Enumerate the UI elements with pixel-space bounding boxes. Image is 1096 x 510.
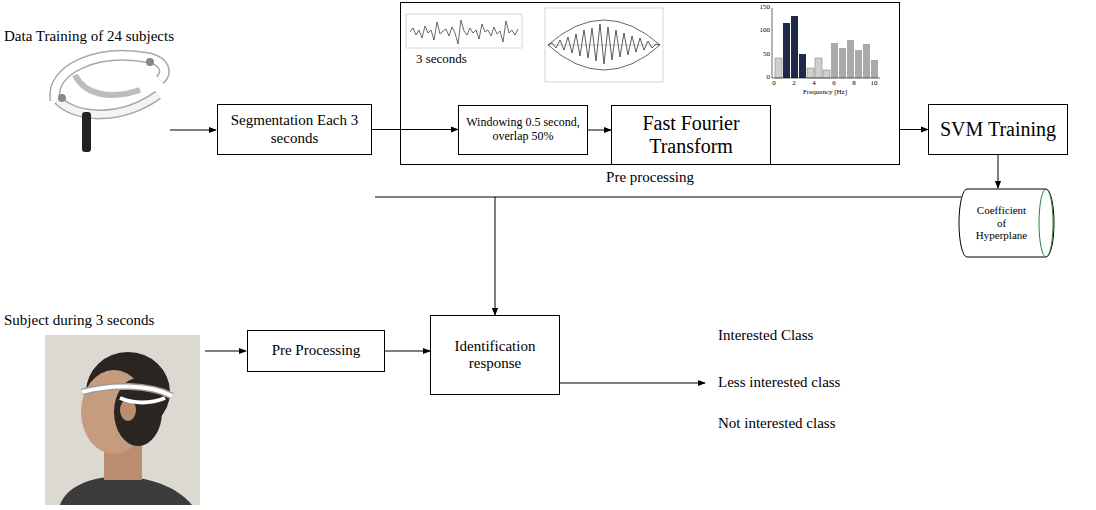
histogram-bar (823, 70, 830, 78)
headset-sensor (146, 58, 154, 66)
axis-label: 100 (754, 27, 770, 35)
histogram-bar (871, 60, 878, 78)
node-label: SVM Training (936, 116, 1060, 143)
spectrum-histogram (772, 8, 880, 78)
process-box: Identification response (430, 315, 560, 395)
node-label: Coefficient of Hyperplane (969, 202, 1035, 244)
annotation-text: Not interested class (718, 415, 835, 432)
headset-band-outline (55, 56, 165, 100)
flow-arrow (588, 130, 611, 131)
process-box: Segmentation Each 3 seconds (217, 104, 372, 155)
headset-sensor (58, 94, 66, 102)
flow-arrow (372, 129, 458, 130)
headset-band (82, 386, 172, 396)
headset-arm (75, 75, 140, 95)
axis-label: 150 (754, 4, 770, 12)
axis-label: 2 (789, 80, 799, 88)
photo-background (45, 335, 200, 505)
histogram-bar (863, 44, 870, 78)
histogram-bar (807, 68, 814, 78)
node-label: Pre Processing (268, 340, 365, 361)
histogram-bar (799, 54, 806, 78)
node-label: Segmentation Each 3 seconds (218, 110, 371, 149)
histogram-bar (839, 48, 846, 78)
process-box: SVM Training (928, 104, 1068, 155)
histogram-bar (855, 50, 862, 78)
flow-arrow (495, 197, 961, 315)
eeg-signal (410, 20, 518, 44)
histogram-bar (783, 23, 790, 78)
cylinder-outline (958, 188, 1055, 258)
histogram-bar (831, 43, 838, 78)
headset-band (120, 398, 165, 403)
feedback-line (375, 197, 495, 198)
headset-sensor-stick (82, 112, 91, 152)
headset-rear (58, 95, 158, 114)
axis-label: Frequency [Hz] (790, 89, 860, 97)
histogram-bar (791, 16, 798, 78)
axis-label: 10 (867, 80, 881, 88)
axis-label: 0 (754, 74, 770, 82)
process-box: Windowing 0.5 second, overlap 50% (458, 105, 588, 155)
group-title: Pre processing (401, 167, 899, 188)
windowed-signal (548, 24, 660, 64)
annotation-text: Less interested class (718, 374, 840, 391)
flow-arrow (900, 129, 928, 130)
histogram-bar (815, 58, 822, 78)
process-box: Pre Processing (247, 330, 385, 372)
subject-shirt (60, 476, 192, 505)
cylinder-body (959, 189, 1054, 257)
window-envelope (548, 20, 660, 45)
flow-arrow (998, 155, 999, 188)
plot-axis (548, 45, 660, 46)
axis-label: 8 (849, 80, 859, 88)
annotation-text: Subject during 3 seconds (4, 312, 154, 329)
axis-label: 50 (754, 51, 770, 59)
annotation-text: 3 seconds (416, 52, 467, 66)
node-label: Fast Fourier Transform (612, 110, 770, 160)
data-store: Coefficient of Hyperplane (958, 188, 1055, 258)
plot-axis (772, 8, 773, 78)
histogram-bar (847, 40, 854, 78)
plot-frame (545, 8, 663, 82)
flow-arrow (385, 351, 430, 352)
plot-frame (406, 14, 522, 48)
axis-label: 4 (809, 80, 819, 88)
plot-axis (772, 78, 880, 79)
headset-rear-outline (58, 95, 158, 114)
subject-photo (45, 335, 200, 505)
flow-arrow (205, 351, 246, 352)
group-box: Pre processingWindowing 0.5 second, over… (400, 2, 900, 165)
process-box: Fast Fourier Transform (611, 105, 771, 165)
histogram-bar (775, 58, 782, 78)
flow-arrow (170, 130, 216, 131)
axis-label: 6 (829, 80, 839, 88)
eeg-headset (55, 56, 165, 152)
headset-band (55, 56, 165, 100)
headset-band-outline (82, 386, 172, 396)
annotation-text: Data Training of 24 subjects (4, 28, 174, 45)
axis-label: 0 (769, 80, 779, 88)
annotation-text: Interested Class (718, 327, 813, 344)
node-label: Windowing 0.5 second, overlap 50% (459, 114, 587, 146)
cylinder-end (1039, 189, 1053, 257)
output-arrow (560, 383, 705, 384)
node-label: Identification response (431, 336, 559, 375)
